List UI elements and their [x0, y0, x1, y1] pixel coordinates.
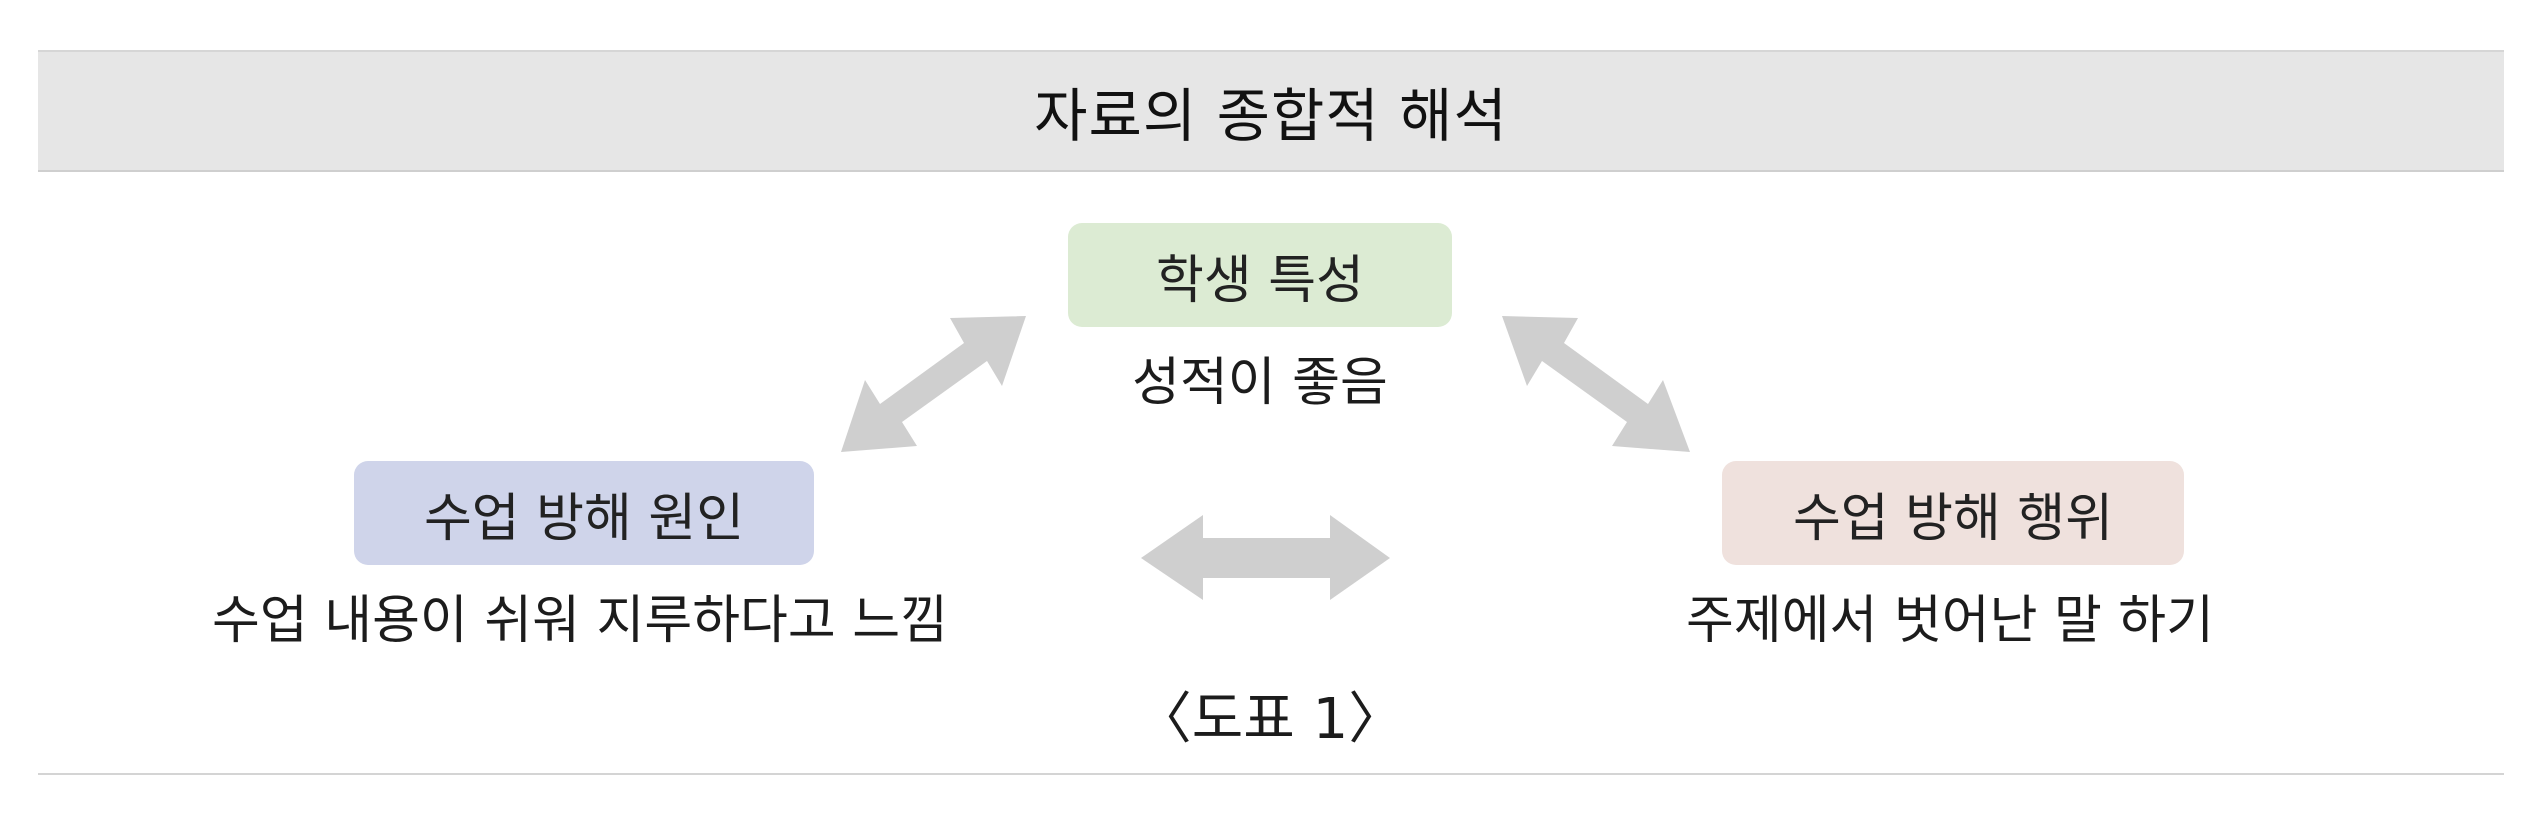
- node-disruption-cause: 수업 방해 원인: [354, 461, 814, 565]
- node-disruption-behavior: 수업 방해 행위: [1722, 461, 2184, 565]
- node-disruption-behavior-description: 주제에서 벗어난 말 하기: [1686, 591, 2214, 651]
- double-arrow-top-right: [1502, 316, 1690, 452]
- page-title: 자료의 종합적 해석: [1034, 82, 1508, 150]
- node-disruption-behavior-label: 수업 방해 행위: [1792, 488, 2114, 549]
- node-student-traits: 학생 특성: [1068, 223, 1452, 327]
- node-disruption-cause-label: 수업 방해 원인: [423, 488, 745, 549]
- double-arrow-horizontal: [1141, 515, 1390, 600]
- node-disruption-cause-description: 수업 내용이 쉬워 지루하다고 느낌: [212, 591, 948, 651]
- node-student-traits-label: 학생 특성: [1156, 250, 1364, 311]
- node-student-traits-description: 성적이 좋음: [1132, 353, 1388, 413]
- double-arrow-left-top: [841, 316, 1026, 452]
- figure-caption: 〈도표 1〉: [1135, 687, 1405, 752]
- bottom-divider: [38, 773, 2504, 775]
- header-band: 자료의 종합적 해석: [38, 50, 2504, 172]
